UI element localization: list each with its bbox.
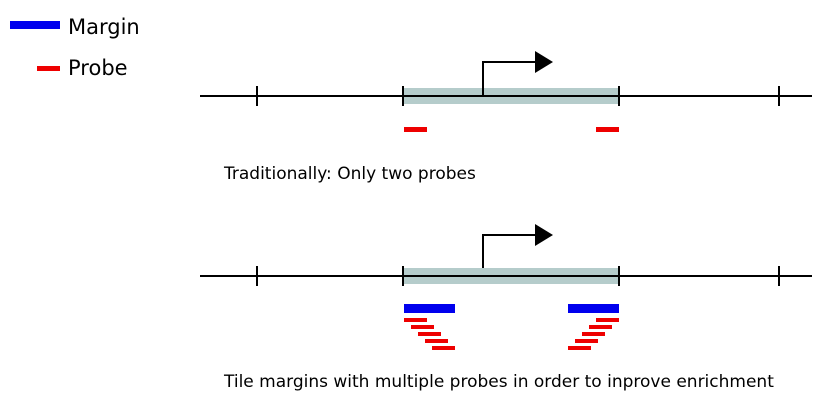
probe <box>432 346 455 350</box>
legend-probe-swatch <box>37 66 60 71</box>
panel-caption: Tile margins with multiple probes in ord… <box>223 372 774 392</box>
probe <box>425 339 448 343</box>
probe <box>582 332 605 336</box>
panel-traditional: Traditionally: Only two probes <box>200 51 812 184</box>
probe <box>596 318 619 322</box>
tss-arrow-icon <box>535 51 553 73</box>
probe <box>589 325 612 329</box>
legend-probe-label: Probe <box>68 56 128 80</box>
tss-arrow-icon <box>535 224 553 246</box>
probe <box>575 339 598 343</box>
probe <box>411 325 434 329</box>
probe <box>404 318 427 322</box>
legend: Margin Probe <box>10 15 140 80</box>
tss-arrow-line <box>482 234 536 268</box>
tss-arrow-line <box>482 61 536 96</box>
probe <box>596 127 619 132</box>
probe <box>404 127 427 132</box>
panel-caption: Traditionally: Only two probes <box>223 164 476 184</box>
margin-left <box>404 304 455 313</box>
probe <box>418 332 441 336</box>
margin-right <box>568 304 619 313</box>
probe <box>568 346 591 350</box>
legend-margin-swatch <box>10 21 60 29</box>
legend-margin-label: Margin <box>68 15 140 39</box>
panel-tiled: Tile margins with multiple probes in ord… <box>200 224 812 392</box>
